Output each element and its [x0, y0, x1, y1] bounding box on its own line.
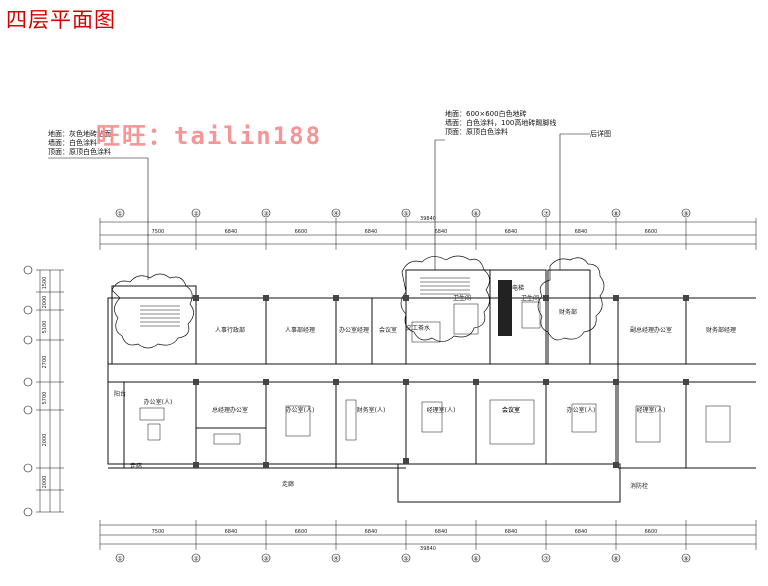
room-label-14: 经理室(人)	[427, 406, 456, 414]
room-label-4: 会议室	[379, 326, 397, 334]
note-line: 顶面：原顶白色涂料	[48, 148, 111, 156]
dim-bottom-4: 6840	[365, 529, 378, 535]
dim-left-3: 5100	[42, 321, 48, 334]
axis-label-1: ①	[117, 211, 122, 218]
bottom-axis-bubbles	[115, 553, 691, 563]
room-label-12: 办公室(人)	[286, 406, 315, 414]
room-label-17: 经理室(人)	[637, 406, 666, 414]
axis-label-2: ②	[193, 211, 199, 218]
room-label-10: 办公室(人)	[144, 398, 173, 406]
room-label-11: 会议室	[502, 406, 520, 414]
dim-top-3: 6600	[295, 229, 308, 235]
dim-top-6: 6840	[505, 229, 518, 235]
total-dimension-top: 39840	[420, 216, 436, 222]
revision-clouds	[111, 255, 605, 349]
room-label-16: 办公室(人)	[567, 406, 596, 414]
room-label-1: 人事行政部	[215, 326, 245, 334]
note-line: 地面：600×600白色地砖	[445, 110, 527, 118]
furniture	[139, 301, 731, 445]
dim-left-4: 2700	[42, 356, 48, 369]
note-line: 墙面：白色涂料，100高地砖踢脚线	[445, 119, 557, 127]
axis-label-3: ③	[263, 211, 268, 218]
top-axis-bubbles	[115, 208, 691, 218]
left-axis-bubbles	[23, 265, 33, 517]
top-dimension-lines	[99, 218, 757, 250]
dimension-texts: 39840 7500 6840 6600 6840 6840 6840 6840…	[152, 216, 658, 552]
dim-bottom-8: 6600	[645, 529, 658, 535]
left-dimension-lines	[36, 269, 64, 513]
axis-label-bottom-1: ①	[117, 556, 122, 563]
room-label-7: 卫生间	[521, 294, 539, 302]
room-label-8: 财务部	[559, 308, 577, 316]
watermark-text: 旺旺：tailin188	[96, 122, 323, 150]
dim-bottom-5: 6840	[435, 529, 448, 535]
dim-left-6: 2000	[42, 434, 48, 447]
room-label-5: 文工茶水	[406, 324, 430, 332]
dim-top-7: 6840	[575, 229, 588, 235]
dim-left-7: 2000	[42, 476, 48, 489]
axis-label-6: ⑥	[473, 211, 478, 218]
callout-2: 阳台	[114, 390, 126, 398]
room-label-19: 财务部经理	[706, 326, 736, 334]
callouts: 走廊 阳台 走廊 消防栓 电梯	[114, 284, 648, 490]
callout-3: 走廊	[282, 480, 294, 488]
axis-label-bottom-3: ③	[263, 556, 268, 563]
dim-left-5: 5700	[42, 392, 48, 405]
dim-bottom-7: 6840	[575, 529, 588, 535]
drawing-title: 四层平面图	[6, 8, 116, 32]
axis-label-8: ⑧	[613, 211, 618, 218]
room-labels: 人事行政部 人事部经理 办公室经理 会议室 文工茶水 卫生间 卫生间 财务部 总…	[144, 294, 736, 414]
dim-top-1: 7500	[152, 229, 165, 235]
dim-bottom-2: 6840	[225, 529, 238, 535]
dim-bottom-3: 6600	[295, 529, 308, 535]
axis-label-bottom-5: ⑤	[403, 556, 408, 563]
room-label-15: 会议室	[502, 406, 520, 414]
callout-4: 消防栓	[630, 482, 648, 490]
note-line: 顶面：原顶白色涂料	[445, 128, 508, 136]
note-line: 墙面：白色涂料	[48, 139, 97, 147]
axis-label-5: ⑤	[403, 211, 408, 218]
axis-label-bottom-7: ⑦	[543, 556, 549, 563]
axis-label-bottom-2: ②	[193, 556, 199, 563]
note-line: 地面：灰色地砖贴面	[48, 130, 111, 138]
dim-left-2: 2000	[42, 296, 48, 309]
dim-left-1: 1500	[42, 277, 48, 290]
dim-top-2: 6840	[225, 229, 238, 235]
room-label-9: 总经理办公室	[212, 406, 248, 414]
room-label-18: 副总经理办公室	[630, 326, 672, 334]
structural-columns	[193, 295, 689, 468]
axis-label-bottom-4: ④	[333, 556, 338, 563]
axis-label-bottom-6: ⑥	[473, 556, 478, 563]
axis-label-9: ⑨	[683, 211, 688, 218]
left-dimension-texts: 1500 2000 5100 2700 5700 2000 2000	[42, 277, 48, 489]
elevator-shaft	[498, 280, 512, 336]
building-walls	[107, 269, 756, 503]
axis-label-bottom-8: ⑧	[613, 556, 618, 563]
room-label-13: 财务室(人)	[357, 406, 386, 414]
stair-symbol	[140, 277, 470, 327]
center-finish-note: 地面：600×600白色地砖 墙面：白色涂料，100高地砖踢脚线 顶面：原顶白色…	[445, 110, 556, 137]
axis-labels: ① ② ③ ④ ⑤ ⑥ ⑦ ⑧ ⑨ ① ② ③ ④ ⑤ ⑥ ⑦ ⑧ ⑨	[117, 211, 688, 563]
dim-top-5: 6840	[435, 229, 448, 235]
total-dimension-bottom: 39840	[420, 546, 436, 552]
left-finish-note: 地面：灰色地砖贴面 墙面：白色涂料 顶面：原顶白色涂料	[48, 130, 111, 157]
axis-label-7: ⑦	[543, 211, 549, 218]
right-detail-note: 后详图	[590, 130, 611, 139]
dim-top-4: 6840	[365, 229, 378, 235]
axis-label-bottom-9: ⑨	[683, 556, 688, 563]
dim-top-8: 6600	[645, 229, 658, 235]
callout-1: 走廊	[130, 462, 142, 470]
room-label-3: 办公室经理	[339, 326, 369, 334]
bottom-dimension-lines	[99, 520, 757, 550]
note-line: 后详图	[590, 130, 611, 138]
room-label-2: 人事部经理	[285, 326, 315, 334]
leader-lines	[48, 133, 590, 280]
dim-bottom-1: 7500	[152, 529, 165, 535]
dim-bottom-6: 6840	[505, 529, 518, 535]
room-label-6: 卫生间	[453, 294, 471, 302]
callout-5: 电梯	[512, 284, 524, 292]
axis-label-4: ④	[333, 211, 338, 218]
